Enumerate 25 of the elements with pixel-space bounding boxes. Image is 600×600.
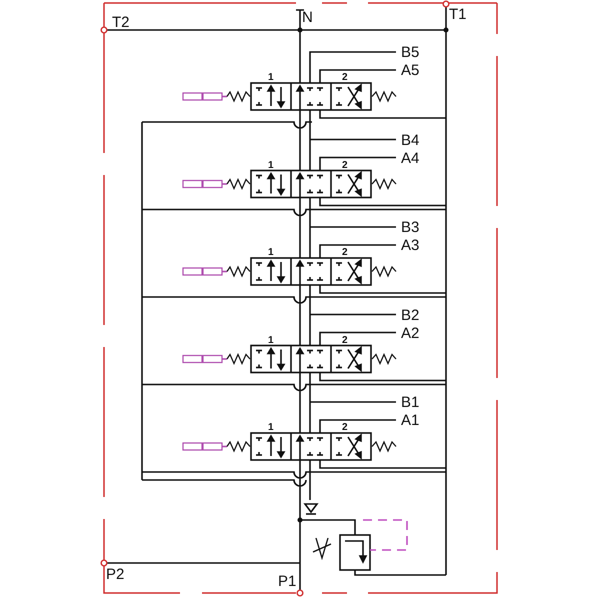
port-label: N — [302, 10, 313, 25]
position-number: 1 — [268, 336, 274, 346]
position-number: 2 — [342, 160, 348, 170]
port-label: T1 — [449, 7, 467, 22]
position-number: 1 — [268, 248, 274, 258]
position-number: 1 — [268, 160, 274, 170]
position-number: 2 — [342, 423, 348, 433]
position-number: 1 — [268, 73, 274, 83]
position-number: 1 — [268, 423, 274, 433]
port-label: T2 — [112, 15, 130, 30]
port-label: A3 — [401, 238, 420, 253]
port-label: B2 — [401, 308, 420, 322]
port-label: B4 — [401, 132, 420, 148]
port-label: P1 — [278, 574, 296, 589]
port-label: A1 — [401, 413, 420, 428]
position-number: 2 — [342, 248, 348, 258]
port-label: P2 — [106, 567, 124, 582]
port-label: A4 — [401, 150, 420, 166]
position-number: 2 — [342, 73, 348, 83]
port-label: B5 — [401, 45, 420, 60]
port-label: B1 — [401, 395, 420, 410]
port-label: A2 — [401, 326, 420, 340]
position-number: 2 — [342, 336, 348, 346]
port-label: A5 — [401, 63, 420, 78]
port-label: B3 — [401, 220, 420, 235]
